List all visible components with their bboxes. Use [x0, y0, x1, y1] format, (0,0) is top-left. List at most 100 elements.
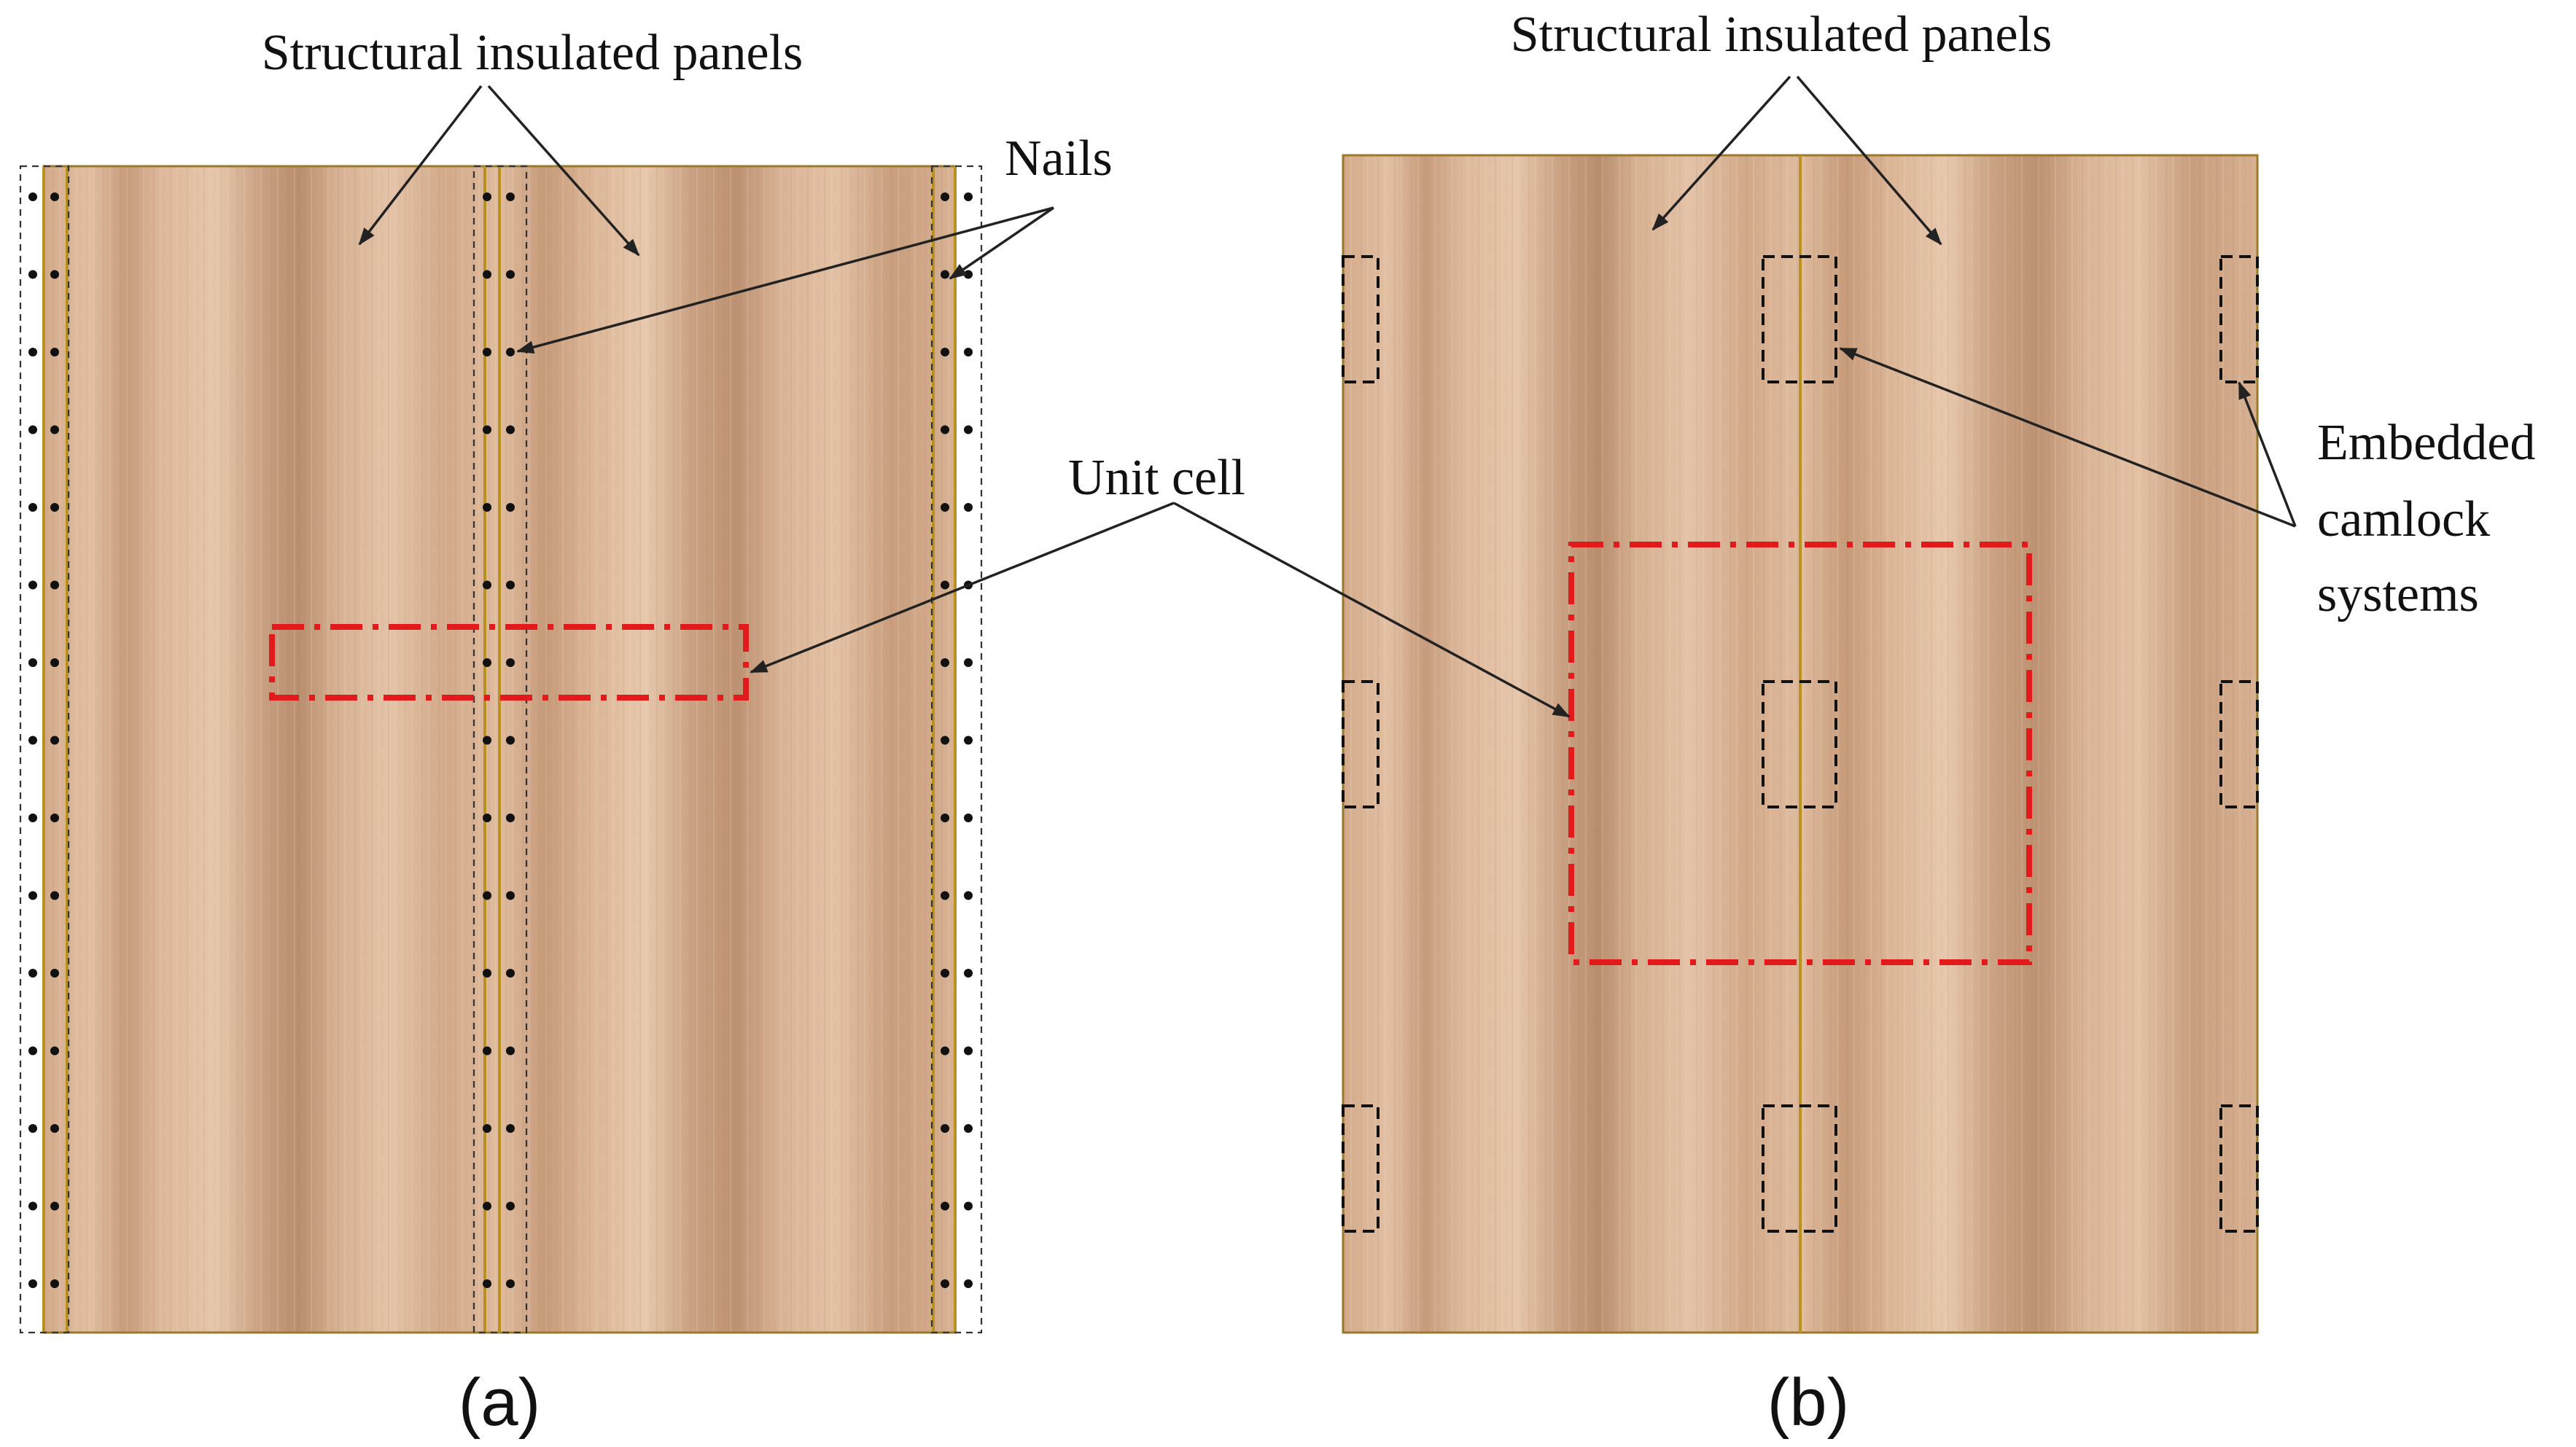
nail-dot — [483, 580, 491, 590]
nail-dot — [483, 425, 491, 434]
nail-dot — [483, 814, 491, 822]
nail-dot — [483, 348, 491, 356]
nail-dot — [28, 736, 37, 745]
panel-b-caption: (b) — [1767, 1365, 1849, 1440]
nail-dot — [506, 1201, 515, 1211]
nail-dot — [50, 1124, 59, 1133]
nail-dot — [941, 1279, 949, 1288]
camlock-box — [2219, 1104, 2259, 1233]
nail-dot — [506, 425, 515, 434]
nail-dot — [28, 1124, 37, 1133]
nail-dot — [506, 891, 515, 900]
camlock-box — [1762, 1104, 1837, 1233]
nail-dot — [506, 1279, 515, 1288]
camlock-label-line-1: Embedded — [2317, 415, 2535, 471]
nail-dot — [28, 814, 37, 822]
nail-dot — [50, 891, 59, 900]
nail-dot — [964, 348, 973, 356]
nail-dot — [941, 736, 949, 745]
nail-dot — [28, 1201, 37, 1211]
camlock-box — [1342, 255, 1380, 383]
nail-dot — [483, 658, 491, 667]
nail-dot — [964, 969, 973, 978]
nail-dot — [506, 1046, 515, 1056]
nail-dot — [941, 425, 949, 434]
panel-b-arrows — [1173, 75, 2297, 718]
nail-dot — [28, 891, 37, 900]
nail-dot — [483, 192, 491, 201]
nail-dot — [28, 580, 37, 590]
nail-dot — [28, 1046, 37, 1056]
nail-dot — [964, 1046, 973, 1056]
nail-dot — [506, 969, 515, 978]
panel-a-nails — [28, 192, 973, 1288]
nail-dot — [483, 891, 491, 900]
nail-dot — [941, 348, 949, 356]
camlock-box — [2219, 255, 2259, 383]
nail-dot — [483, 1201, 491, 1211]
nail-dot — [964, 736, 973, 745]
nail-dot — [50, 969, 59, 978]
panel-b-camlock-label: Embedded camlock systems — [2317, 415, 2548, 623]
nail-dot — [964, 270, 973, 279]
panel-a-seams — [42, 166, 957, 1333]
panel-a-unit-cell-label: Unit cell — [1068, 450, 1245, 506]
nail-dot — [483, 969, 491, 978]
nail-dot — [964, 192, 973, 201]
nail-dot — [964, 814, 973, 822]
nail-dot — [941, 1201, 949, 1211]
nail-dot — [506, 1124, 515, 1133]
nail-dot — [50, 736, 59, 745]
nail-dot — [50, 192, 59, 201]
nail-dot — [50, 348, 59, 356]
nail-dot — [50, 1279, 59, 1288]
nail-dot — [483, 270, 491, 279]
camlock-label-line-2: camlock — [2317, 491, 2490, 547]
nail-dot — [506, 192, 515, 201]
nail-dot — [941, 814, 949, 822]
nail-dot — [506, 736, 515, 745]
panel-a-arrows — [358, 85, 1175, 674]
nail-dot — [50, 658, 59, 667]
camlock-box — [1342, 1104, 1380, 1233]
nail-dot — [506, 503, 515, 512]
panel-b: Structural insulated panels Embedded cam… — [1173, 7, 2548, 1440]
panel-a: Structural insulated panels Nails Unit c… — [19, 25, 1245, 1440]
camlock-box — [2219, 680, 2259, 808]
nail-dot — [28, 969, 37, 978]
nail-dot — [941, 580, 949, 590]
nail-dot — [941, 658, 949, 667]
nail-dot — [964, 425, 973, 434]
nail-dot — [483, 1046, 491, 1056]
nail-dot — [506, 348, 515, 356]
camlock-box — [1342, 680, 1380, 808]
nail-dot — [483, 736, 491, 745]
nail-dot — [506, 658, 515, 667]
panel-a-connection-zones — [19, 165, 983, 1334]
panel-a-nails-label: Nails — [1005, 130, 1113, 187]
panel-a-caption: (a) — [459, 1365, 540, 1440]
nail-dot — [50, 580, 59, 590]
panel-a-panels-label: Structural insulated panels — [262, 25, 803, 81]
nail-dot — [964, 1124, 973, 1133]
nail-dot — [964, 1201, 973, 1211]
nail-dot — [941, 969, 949, 978]
nail-dot — [50, 425, 59, 434]
nail-dot — [941, 270, 949, 279]
nail-dot — [941, 1046, 949, 1056]
camlock-label-line-3: systems — [2317, 566, 2479, 623]
nail-dot — [483, 1124, 491, 1133]
panel-a-unit-cell-outline — [269, 624, 749, 701]
nail-dot — [50, 270, 59, 279]
nail-dot — [483, 503, 491, 512]
nail-dot — [506, 580, 515, 590]
nail-dot — [941, 503, 949, 512]
nail-dot — [964, 503, 973, 512]
nail-dot — [941, 891, 949, 900]
nail-dot — [941, 1124, 949, 1133]
nail-dot — [50, 814, 59, 822]
nail-dot — [506, 814, 515, 822]
nail-dot — [28, 192, 37, 201]
nail-dot — [28, 348, 37, 356]
